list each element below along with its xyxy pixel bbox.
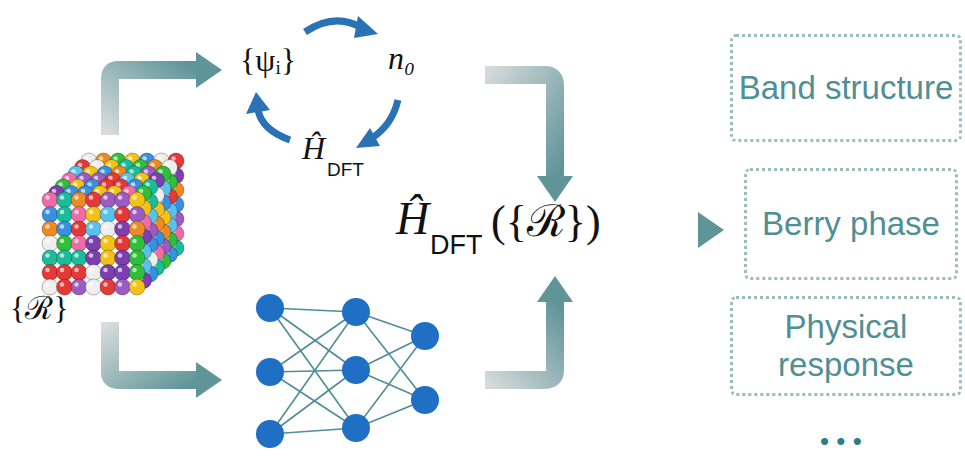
output-label: Berry phase	[762, 205, 940, 243]
wavefunction-symbol: {ψᵢ}	[240, 44, 296, 76]
ellipsis: • • •	[820, 428, 862, 454]
hamiltonian-symbol: Ĥ	[302, 132, 325, 164]
output-box: Band structure	[730, 34, 962, 142]
hamiltonian-symbol: Ĥ	[396, 196, 429, 242]
density-symbol: n₀	[388, 42, 415, 74]
hamiltonian-subscript: DFT	[430, 232, 482, 259]
output-box: Berry phase	[744, 168, 958, 280]
hamiltonian-subscript: DFT	[327, 160, 364, 179]
flow-arrow	[110, 52, 724, 398]
output-label: Band structure	[739, 69, 954, 107]
output-box: Physical response	[730, 296, 962, 396]
cycle-arrow	[246, 16, 398, 148]
atom-cube	[42, 153, 184, 295]
output-label: Physical response	[733, 308, 959, 384]
structure-argument: ({ℛ})	[491, 200, 601, 244]
structure-symbol: {ℛ}	[10, 292, 69, 324]
neural-network	[256, 294, 439, 448]
